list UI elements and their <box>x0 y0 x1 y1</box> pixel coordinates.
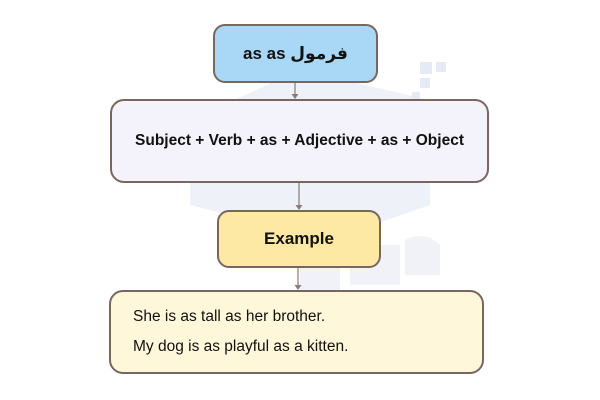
examples-box: She is as tall as her brother. My dog is… <box>109 290 484 374</box>
example-header: Example <box>264 229 334 248</box>
example-sentence: My dog is as playful as a kitten. <box>133 338 349 355</box>
formula-title-box: فرمول as as <box>213 24 378 83</box>
example-header-box: Example <box>217 210 381 268</box>
formula-structure: Subject + Verb + as + Adjective + as + O… <box>135 132 464 149</box>
example-sentence: She is as tall as her brother. <box>133 308 326 325</box>
formula-title: فرمول as as <box>243 43 348 63</box>
formula-structure-box: Subject + Verb + as + Adjective + as + O… <box>110 99 489 183</box>
